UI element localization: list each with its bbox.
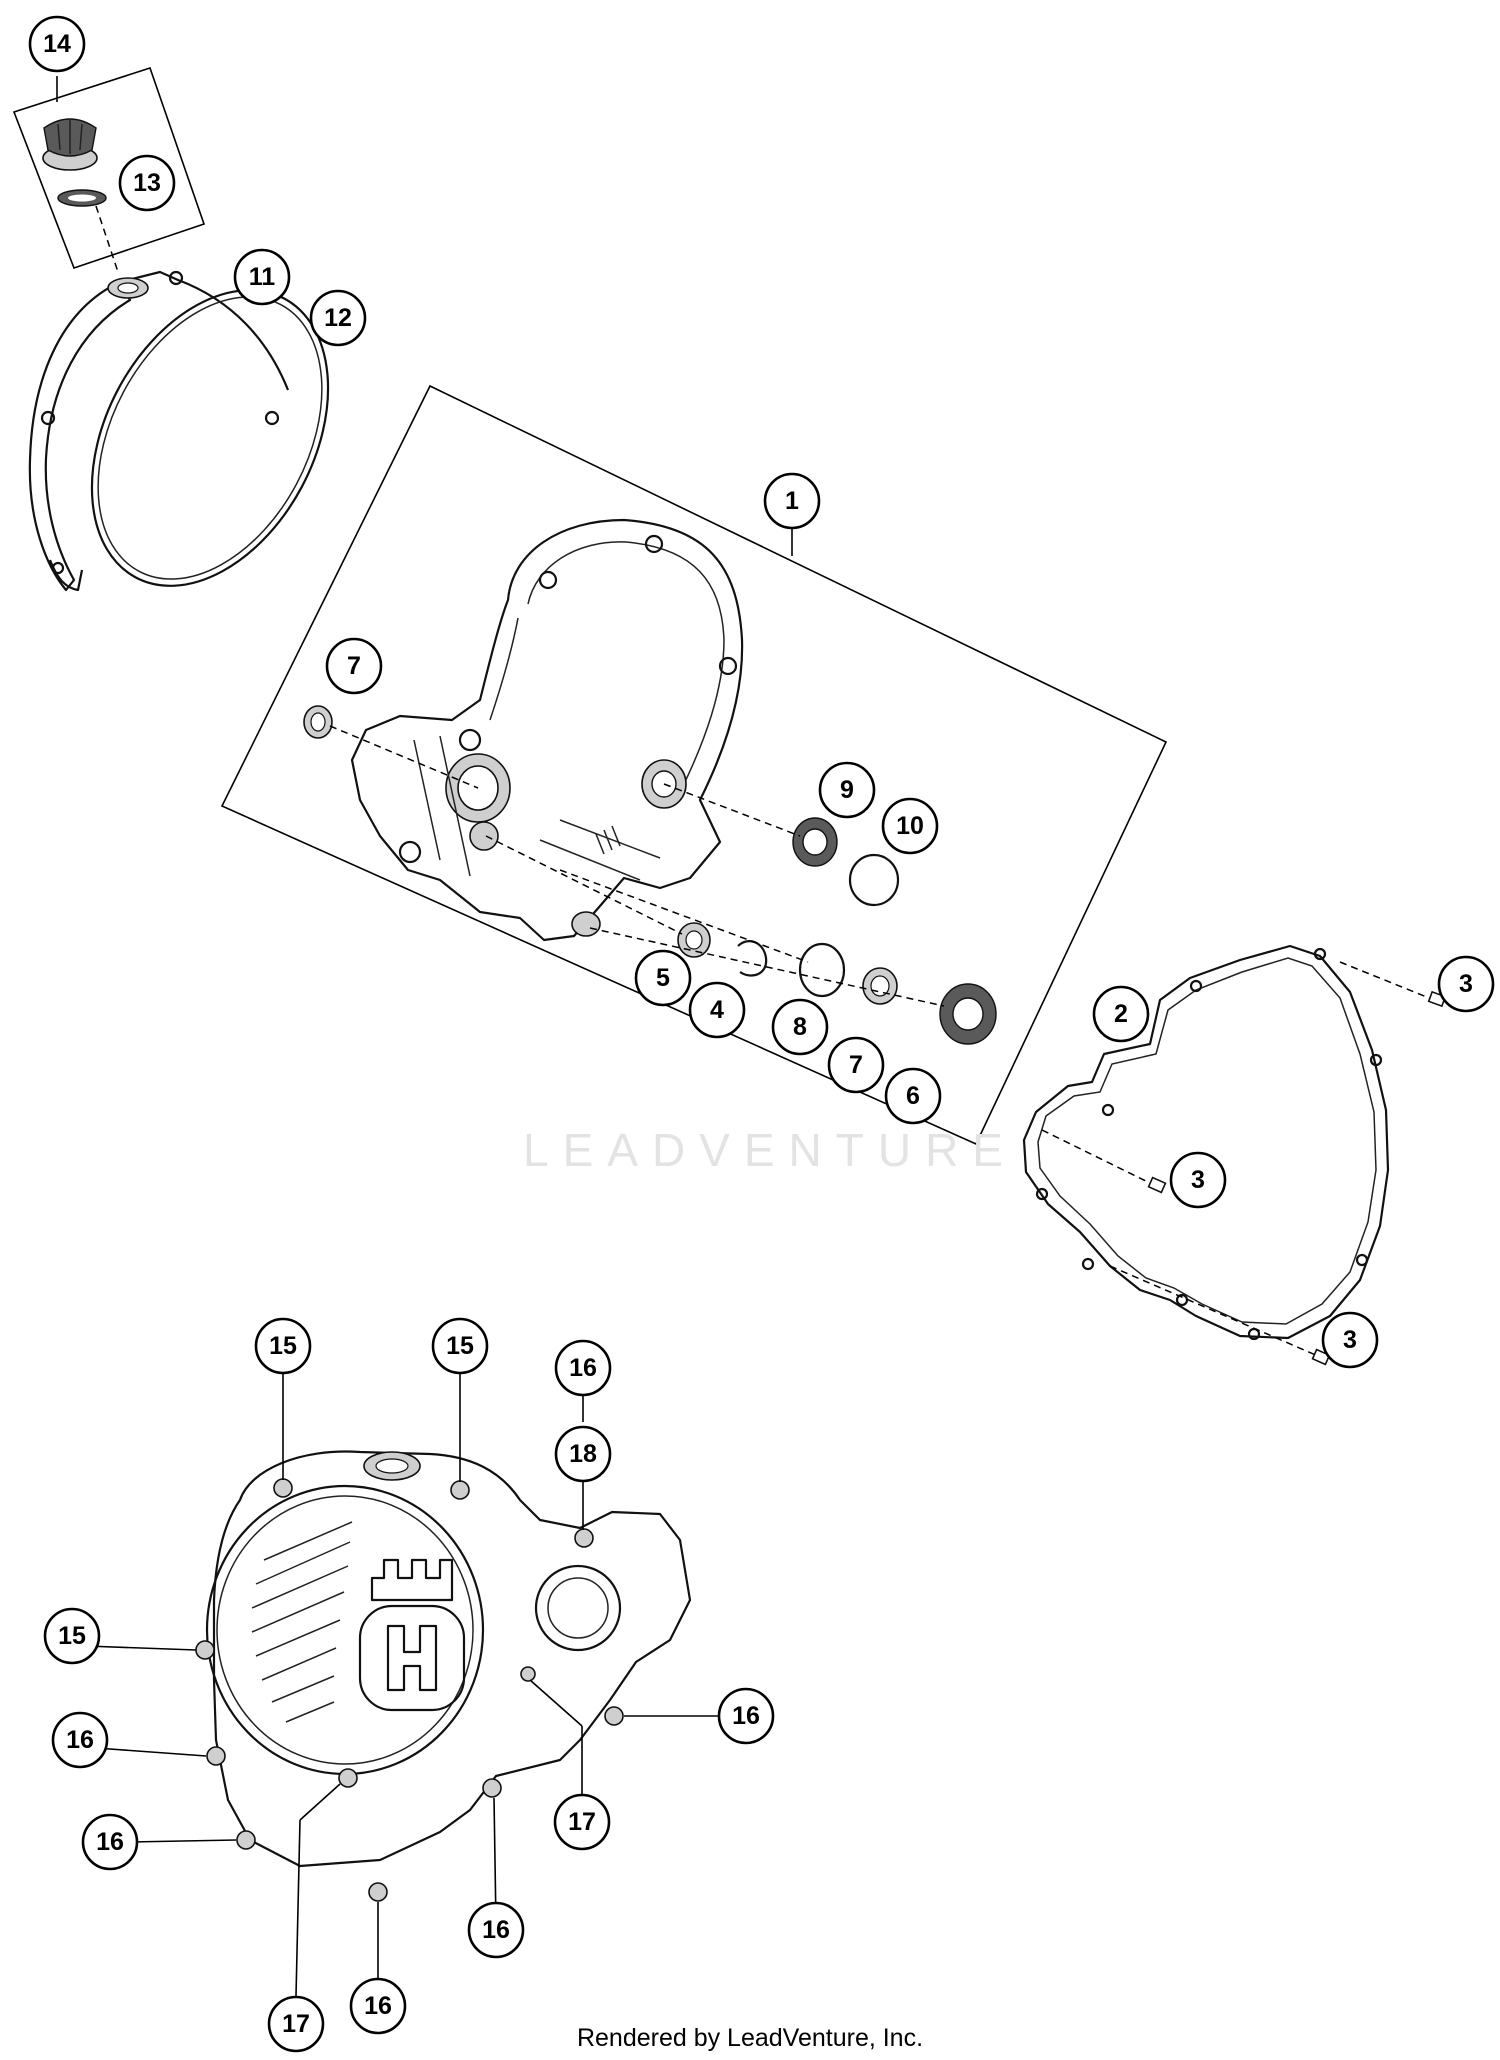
callout-label: 11 [249,263,276,291]
callout-bubble: 18 [554,1425,612,1483]
inner-clutch-cover-part [350,518,744,942]
callout-bubble: 5 [634,949,692,1007]
dowel-pin-part [1041,1129,1167,1194]
callout-label: 17 [282,2010,310,2038]
assembled-clutch-cover-part [195,1450,692,1902]
callout-bubble: 1 [763,472,821,530]
shaft-seal-part [862,967,898,1005]
callout-label: 3 [1459,970,1473,998]
callout-bubble: 8 [771,998,829,1056]
inner-cover-group-frame [220,384,1168,1146]
callout-label: 16 [364,1992,392,2020]
circlip-part [559,869,846,998]
callout-bubble: 15 [254,1317,312,1375]
callout-bubble: 11 [233,248,291,306]
callout-label: 3 [1343,1326,1357,1354]
callout-bubble: 14 [28,15,86,73]
callout-bubble: 16 [51,1711,109,1769]
callout-bubble: 2 [1092,985,1150,1043]
callout-bubble: 15 [431,1317,489,1375]
callout-bubble: 16 [81,1813,139,1871]
callout-label: 15 [269,1332,297,1360]
callout-label: 3 [1191,1166,1205,1194]
callout-bubble: 6 [884,1067,942,1125]
snap-ring-part [737,940,768,977]
callout-label: 16 [732,1702,760,1730]
callout-label: 7 [347,652,361,680]
cover-gasket-part [1022,944,1390,1341]
callout-label: 16 [66,1726,94,1754]
callout-label: 12 [324,304,352,332]
shaft-seal-part [485,835,711,958]
bearing-part [589,927,997,1045]
callout-label: 17 [568,1808,596,1836]
footer-credit: Rendered by LeadVenture, Inc. [576,2024,924,2052]
callout-label: 18 [569,1440,597,1468]
callout-bubble: 3 [1169,1151,1227,1209]
callout-label: 10 [896,812,924,840]
callout-label: 2 [1114,1000,1128,1028]
callout-label: 9 [840,776,854,804]
callout-bubble: 3 [1437,955,1495,1013]
callout-bubble: 16 [554,1339,612,1397]
outer-clutch-cover-part [28,270,290,592]
dowel-pin-part [1339,961,1447,1008]
callout-label: 16 [96,1828,124,1856]
callout-label: 6 [906,1082,920,1110]
outer-gasket-part [90,289,330,587]
shaft-seal-part [303,705,479,789]
callout-bubble: 15 [43,1607,101,1665]
callout-bubble: 10 [881,797,939,855]
callout-label: 7 [849,1051,863,1079]
callout-bubble: 17 [267,1995,325,2053]
callout-bubble: 12 [309,289,367,347]
callout-bubble: 16 [717,1687,775,1745]
callout-label: 13 [133,169,161,197]
screw-cap-part [42,118,98,171]
dowel-pin-part [1109,1265,1331,1366]
leader-lines [85,1374,718,1997]
callout-bubble: 17 [553,1793,611,1851]
callout-label: 16 [569,1354,597,1382]
callout-bubble: 9 [818,761,876,819]
callout-label: 16 [482,1916,510,1944]
callout-bubble: 3 [1321,1311,1379,1369]
callout-bubble: 16 [349,1977,407,2035]
callouts: 14 13 11 12 1 7 9 10 5 4 8 7 6 2 3 3 3 1… [28,15,1495,2053]
o-ring-part [57,189,119,273]
bearing-part [663,783,838,867]
callout-label: 15 [58,1622,86,1650]
callout-bubble: 4 [688,981,746,1039]
cap-group-frame [12,66,206,270]
callout-label: 15 [446,1332,474,1360]
callout-bubble: 16 [467,1901,525,1959]
callout-bubble: 13 [118,154,176,212]
retaining-ring-part [848,853,900,907]
callout-bubble: 7 [325,637,383,695]
callout-label: 1 [785,487,799,515]
callout-label: 14 [43,30,71,58]
callout-bubble: 7 [827,1036,885,1094]
callout-label: 4 [710,996,724,1024]
callout-label: 8 [793,1013,807,1041]
callout-label: 5 [656,964,670,992]
